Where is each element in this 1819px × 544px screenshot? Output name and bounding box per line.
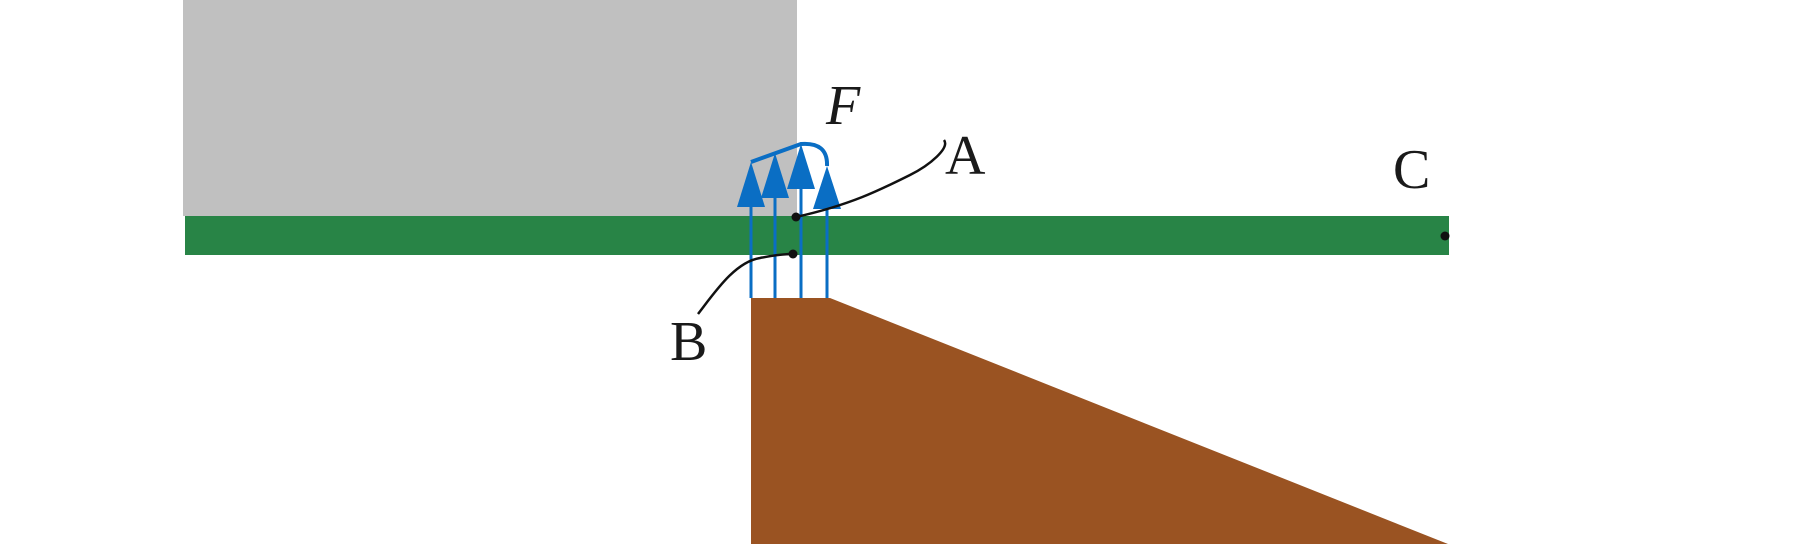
leader-line-a-end xyxy=(910,140,944,175)
gray-block xyxy=(183,0,797,216)
leader-line-b xyxy=(697,252,794,315)
point-b-label: B xyxy=(670,311,707,373)
force-arrow xyxy=(813,166,841,298)
point-c-dot xyxy=(1440,231,1450,241)
point-b-dot xyxy=(788,249,798,259)
point-a-label: A xyxy=(945,125,986,187)
force-arrow xyxy=(787,144,815,298)
force-arrow xyxy=(761,153,789,298)
distributed-force xyxy=(737,141,841,298)
green-beam xyxy=(185,216,1449,255)
brown-support-wedge xyxy=(751,298,1448,544)
leader-line-a xyxy=(795,139,947,219)
force-envelope-curve xyxy=(750,141,830,167)
force-label: F xyxy=(825,75,861,137)
point-c-label: C xyxy=(1393,139,1430,201)
force-arrow xyxy=(737,162,765,298)
point-a-dot xyxy=(791,212,801,222)
